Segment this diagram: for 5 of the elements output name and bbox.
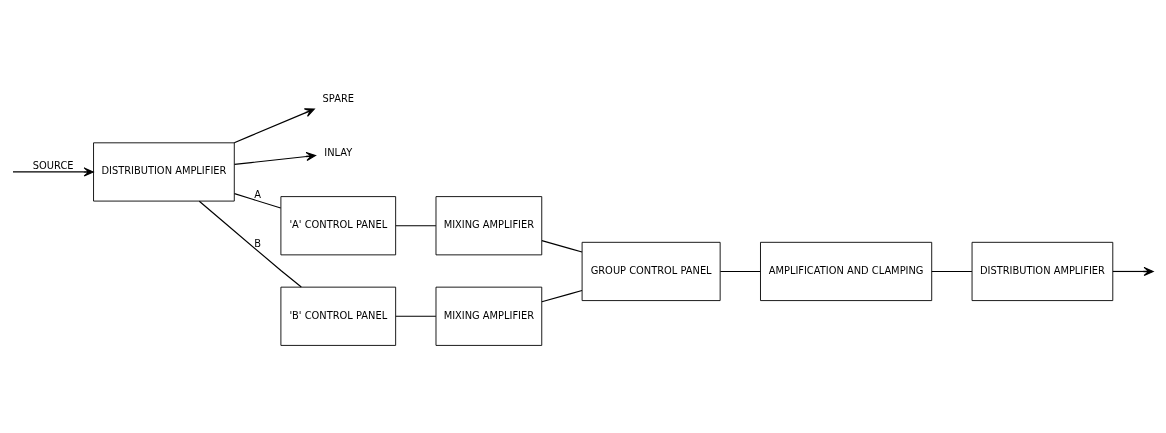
node-text: SPARE — [322, 92, 354, 104]
edge-label: B — [254, 237, 261, 249]
edge-label: SOURCE — [32, 159, 74, 171]
edge-label: A — [254, 188, 261, 200]
node-text: INLAY — [324, 146, 353, 158]
